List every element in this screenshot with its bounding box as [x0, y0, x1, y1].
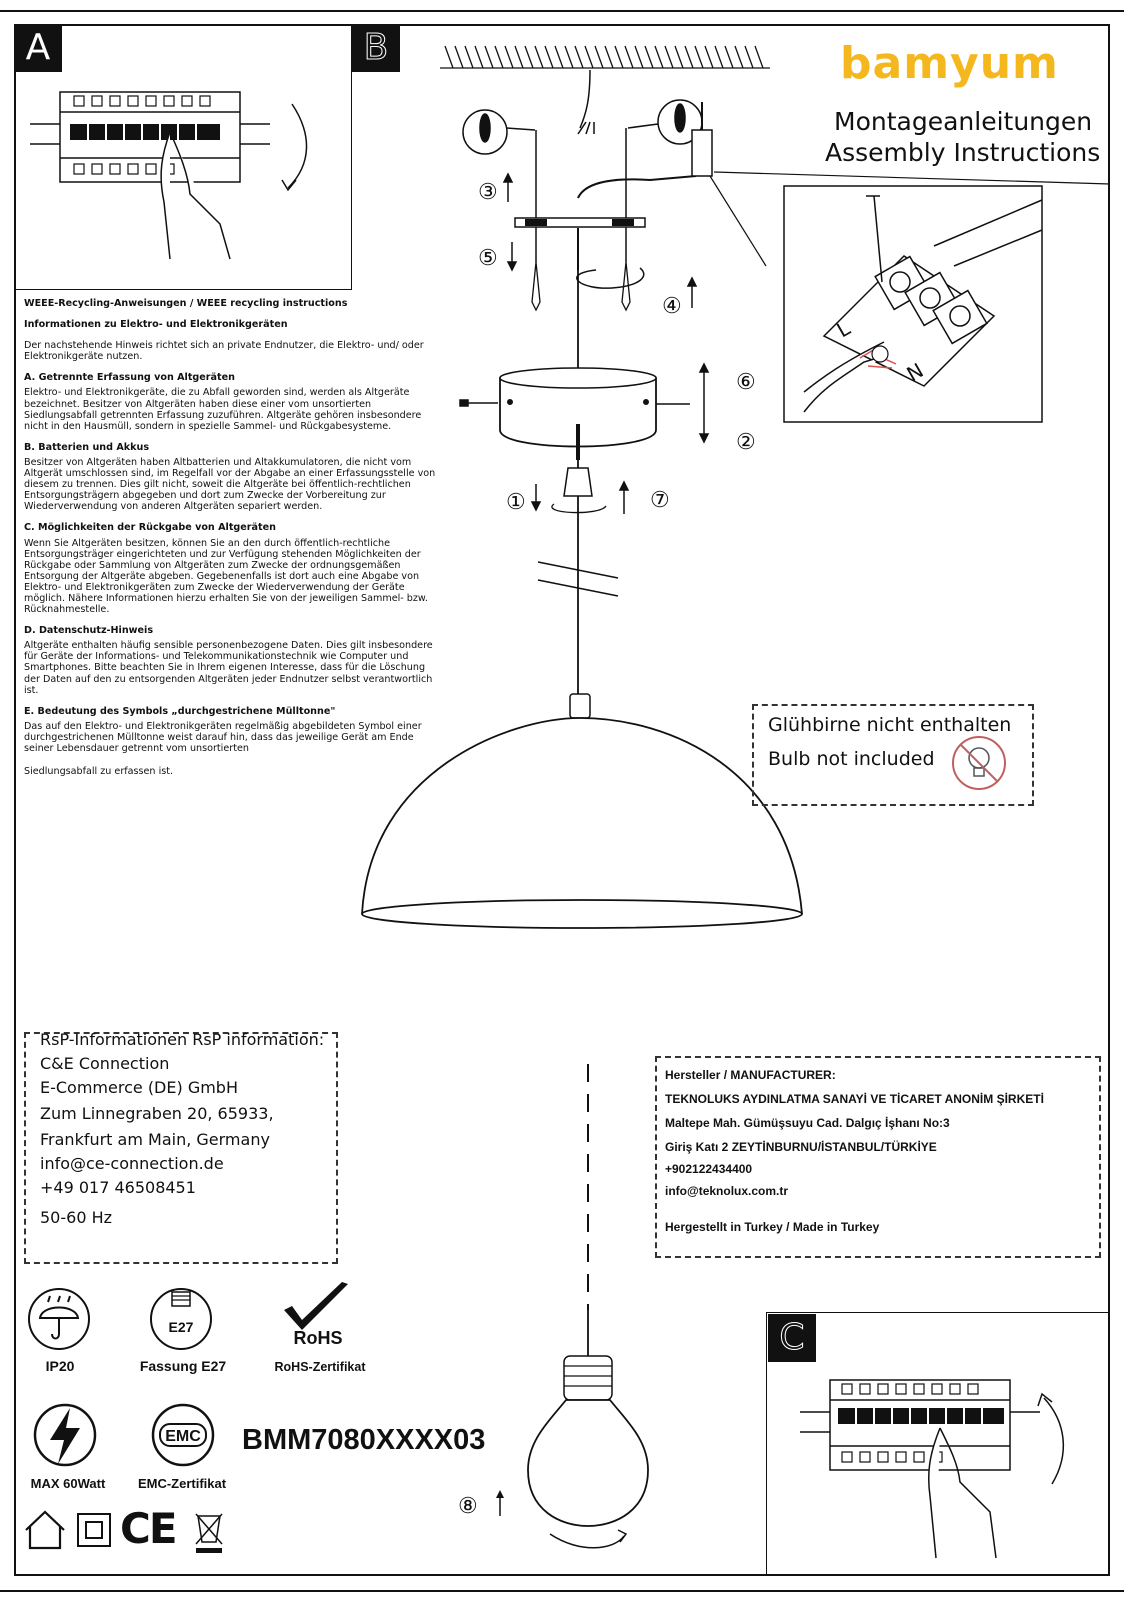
- rsp-line-1: C&E Connection: [40, 1054, 170, 1073]
- weee-section-d-heading: D. Datenschutz-Hinweis: [24, 625, 154, 637]
- circuit-breaker-off-illustration: [30, 91, 308, 260]
- weee-intro: Der nachstehende Hinweis richtet sich an…: [24, 340, 424, 363]
- emc-icon: EMC: [151, 1403, 215, 1467]
- rsp-line-2: E-Commerce (DE) GmbH: [40, 1078, 238, 1097]
- manufacturer-address-2: Giriş Katı 2 ZEYTİNBURNU/İSTANBUL/TÜRKİY…: [665, 1140, 937, 1154]
- step-8: ⑧: [458, 1494, 478, 1519]
- model-number: BMM7080XXXX03: [242, 1424, 486, 1456]
- bottom-rule: [0, 1590, 1124, 1592]
- rsp-heading: RsP-Informationen RsP information:: [40, 1030, 325, 1049]
- weee-section-e-heading: E. Bedeutung des Symbols „durchgestriche…: [24, 705, 336, 717]
- rsp-phone: +49 017 46508451: [40, 1178, 196, 1197]
- manufacturer-phone: +902122434400: [665, 1162, 753, 1176]
- step-4: ④: [662, 294, 682, 319]
- lightning-icon: [33, 1403, 97, 1467]
- rohs-label: RoHS-Zertifikat: [274, 1360, 366, 1374]
- weee-title: WEEE-Recycling-Anweisungen / WEEE recycl…: [24, 298, 348, 309]
- rohs-text: RoHS: [294, 1328, 343, 1348]
- weee-section-c-text: Wenn Sie Altgeräten besitzen, können Sie…: [24, 537, 428, 616]
- weee-section: WEEE-Recycling-Anweisungen / WEEE recycl…: [24, 298, 444, 777]
- ce-mark: CE: [120, 1504, 177, 1553]
- weee-section-c-heading: C. Möglichkeiten der Rückgabe von Altger…: [24, 522, 276, 534]
- bulb-notice-en: Bulb not included: [768, 748, 935, 770]
- brand-logo: bamyum: [840, 38, 1059, 89]
- bulb-notice-de: Glühbirne nicht enthalten: [768, 714, 1012, 736]
- weee-section-a-text: Elektro- und Elektronikgeräte, die zu Ab…: [24, 387, 422, 432]
- step-8-arrow-icon: [496, 1490, 504, 1516]
- rsp-line-4: Frankfurt am Main, Germany: [40, 1130, 270, 1149]
- weee-section-b-heading: B. Batterien und Akkus: [24, 441, 150, 453]
- no-bulb-icon: [952, 736, 1006, 790]
- power-label: MAX 60Watt: [30, 1476, 106, 1491]
- rohs-check-icon: RoHS: [284, 1282, 348, 1348]
- weee-info-heading: Informationen zu Elektro- und Elektronik…: [24, 319, 288, 331]
- rsp-info-box: RsP-Informationen RsP information: C&E C…: [24, 1030, 338, 1264]
- bulb-notice: Glühbirne nicht enthalten Bulb not inclu…: [752, 704, 1034, 806]
- umbrella-rain-icon: [28, 1288, 90, 1350]
- bulb-drawing: [527, 1064, 649, 1549]
- panel-c-label: C: [768, 1314, 816, 1362]
- top-rule: [0, 10, 1124, 12]
- panel-a-label: A: [14, 24, 62, 72]
- emc-text: EMC: [165, 1428, 201, 1445]
- manufacturer-box: Hersteller / MANUFACTURER: TEKNOLUKS AYD…: [655, 1056, 1101, 1258]
- weee-section-a-heading: A. Getrennte Erfassung von Altgeräten: [24, 372, 235, 384]
- rsp-email: info@ce-connection.de: [40, 1154, 224, 1173]
- rsp-frequency: 50-60 Hz: [40, 1208, 113, 1227]
- emc-label: EMC-Zertifikat: [137, 1476, 227, 1491]
- weee-section-b-text: Besitzer von Altgeräten haben Altbatteri…: [24, 456, 436, 513]
- manufacturer-heading: Hersteller / MANUFACTURER:: [665, 1068, 836, 1082]
- manufacturer-email: info@teknolux.com.tr: [665, 1184, 789, 1198]
- step-7: ⑦: [650, 488, 670, 513]
- title-en: Assembly Instructions: [825, 138, 1101, 167]
- crossed-bin-icon: [195, 1513, 223, 1553]
- manufacturer-name: TEKNOLUKS AYDINLATMA SANAYİ VE TİCARET A…: [665, 1092, 1044, 1106]
- step-3: ③: [478, 180, 498, 205]
- ip-rating-label: IP20: [45, 1358, 75, 1374]
- indoor-use-icon: [25, 1510, 65, 1550]
- circuit-breaker-on-illustration: [800, 1379, 1065, 1559]
- step-1: ①: [506, 490, 526, 515]
- weee-closing: Siedlungsabfall zu erfassen ist.: [24, 766, 174, 778]
- socket-label: Fassung E27: [139, 1358, 227, 1374]
- manufacturer-address-1: Maltepe Mah. Gümüşsuyu Cad. Dalgıç İşhan…: [665, 1116, 950, 1130]
- step-2: ②: [736, 430, 756, 455]
- e27-text: E27: [169, 1319, 194, 1335]
- title-de: Montageanleitungen: [834, 107, 1093, 136]
- wiring-detail: L N: [783, 185, 1043, 423]
- ground-icon: [871, 345, 889, 363]
- rsp-line-3: Zum Linnegraben 20, 65933,: [40, 1104, 274, 1123]
- weee-section-d-text: Altgeräte enthalten häufig sensible pers…: [24, 640, 433, 696]
- panel-b-label: B: [352, 24, 400, 72]
- assembly-drawing: [361, 45, 1111, 929]
- panel-a: [14, 24, 352, 290]
- manufacturer-origin: Hergestellt in Turkey / Made in Turkey: [665, 1220, 880, 1234]
- step-6: ⑥: [736, 370, 756, 395]
- e27-socket-icon: E27: [150, 1288, 212, 1350]
- panel-c: [766, 1312, 1110, 1576]
- step-5: ⑤: [478, 246, 498, 271]
- protection-class-icon: [77, 1513, 111, 1547]
- weee-section-e-text: Das auf den Elektro- und Elektronikgerät…: [24, 720, 422, 754]
- page-border: [14, 24, 1110, 1576]
